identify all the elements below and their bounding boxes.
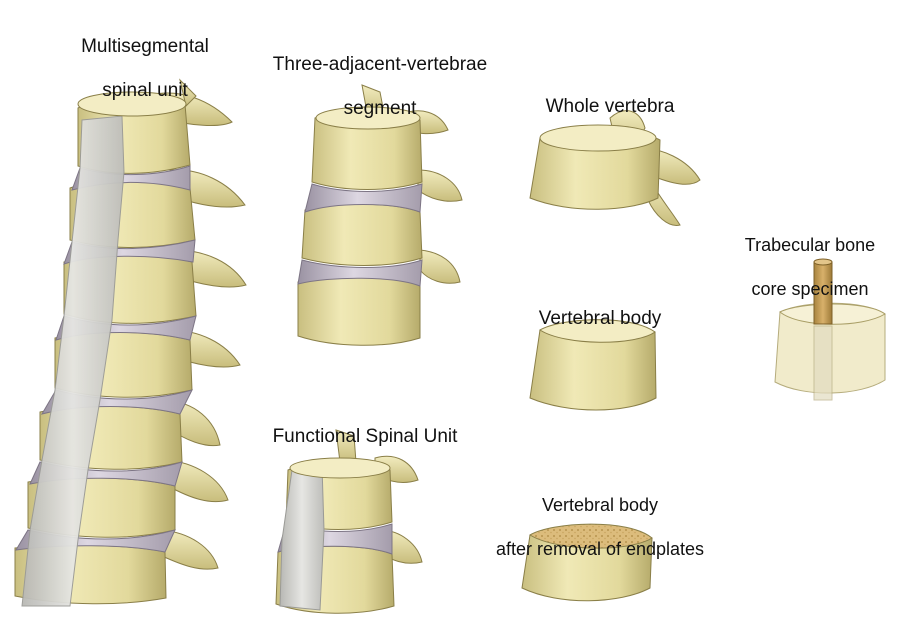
label-three-adjacent-vertebrae-segment: Three-adjacent-vertebrae segment [240,32,520,142]
label-line: Trabecular bone [720,234,900,256]
label-line: segment [240,98,520,120]
label-line: Three-adjacent-vertebrae [240,54,520,76]
label-vertebral-body-after-removal-of-endplates: Vertebral body after removal of endplate… [460,472,740,582]
label-line: Vertebral body [460,494,740,516]
label-line: Vertebral body [500,308,700,330]
label-vertebral-body: Vertebral body [500,286,700,352]
label-line: core specimen [720,278,900,300]
multisegmental-spine [15,80,246,606]
label-line: Whole vertebra [500,96,720,118]
label-trabecular-bone-core-specimen: Trabecular bone core specimen [720,212,900,322]
label-line: Functional Spinal Unit [230,426,500,448]
label-line: Multisegmental [30,36,260,58]
label-functional-spinal-unit: Functional Spinal Unit [230,404,500,470]
label-multisegmental-spinal-unit: Multisegmental spinal unit [30,14,260,124]
label-line: after removal of endplates [460,538,740,560]
label-whole-vertebra: Whole vertebra [500,74,720,140]
label-line: spinal unit [30,80,260,102]
